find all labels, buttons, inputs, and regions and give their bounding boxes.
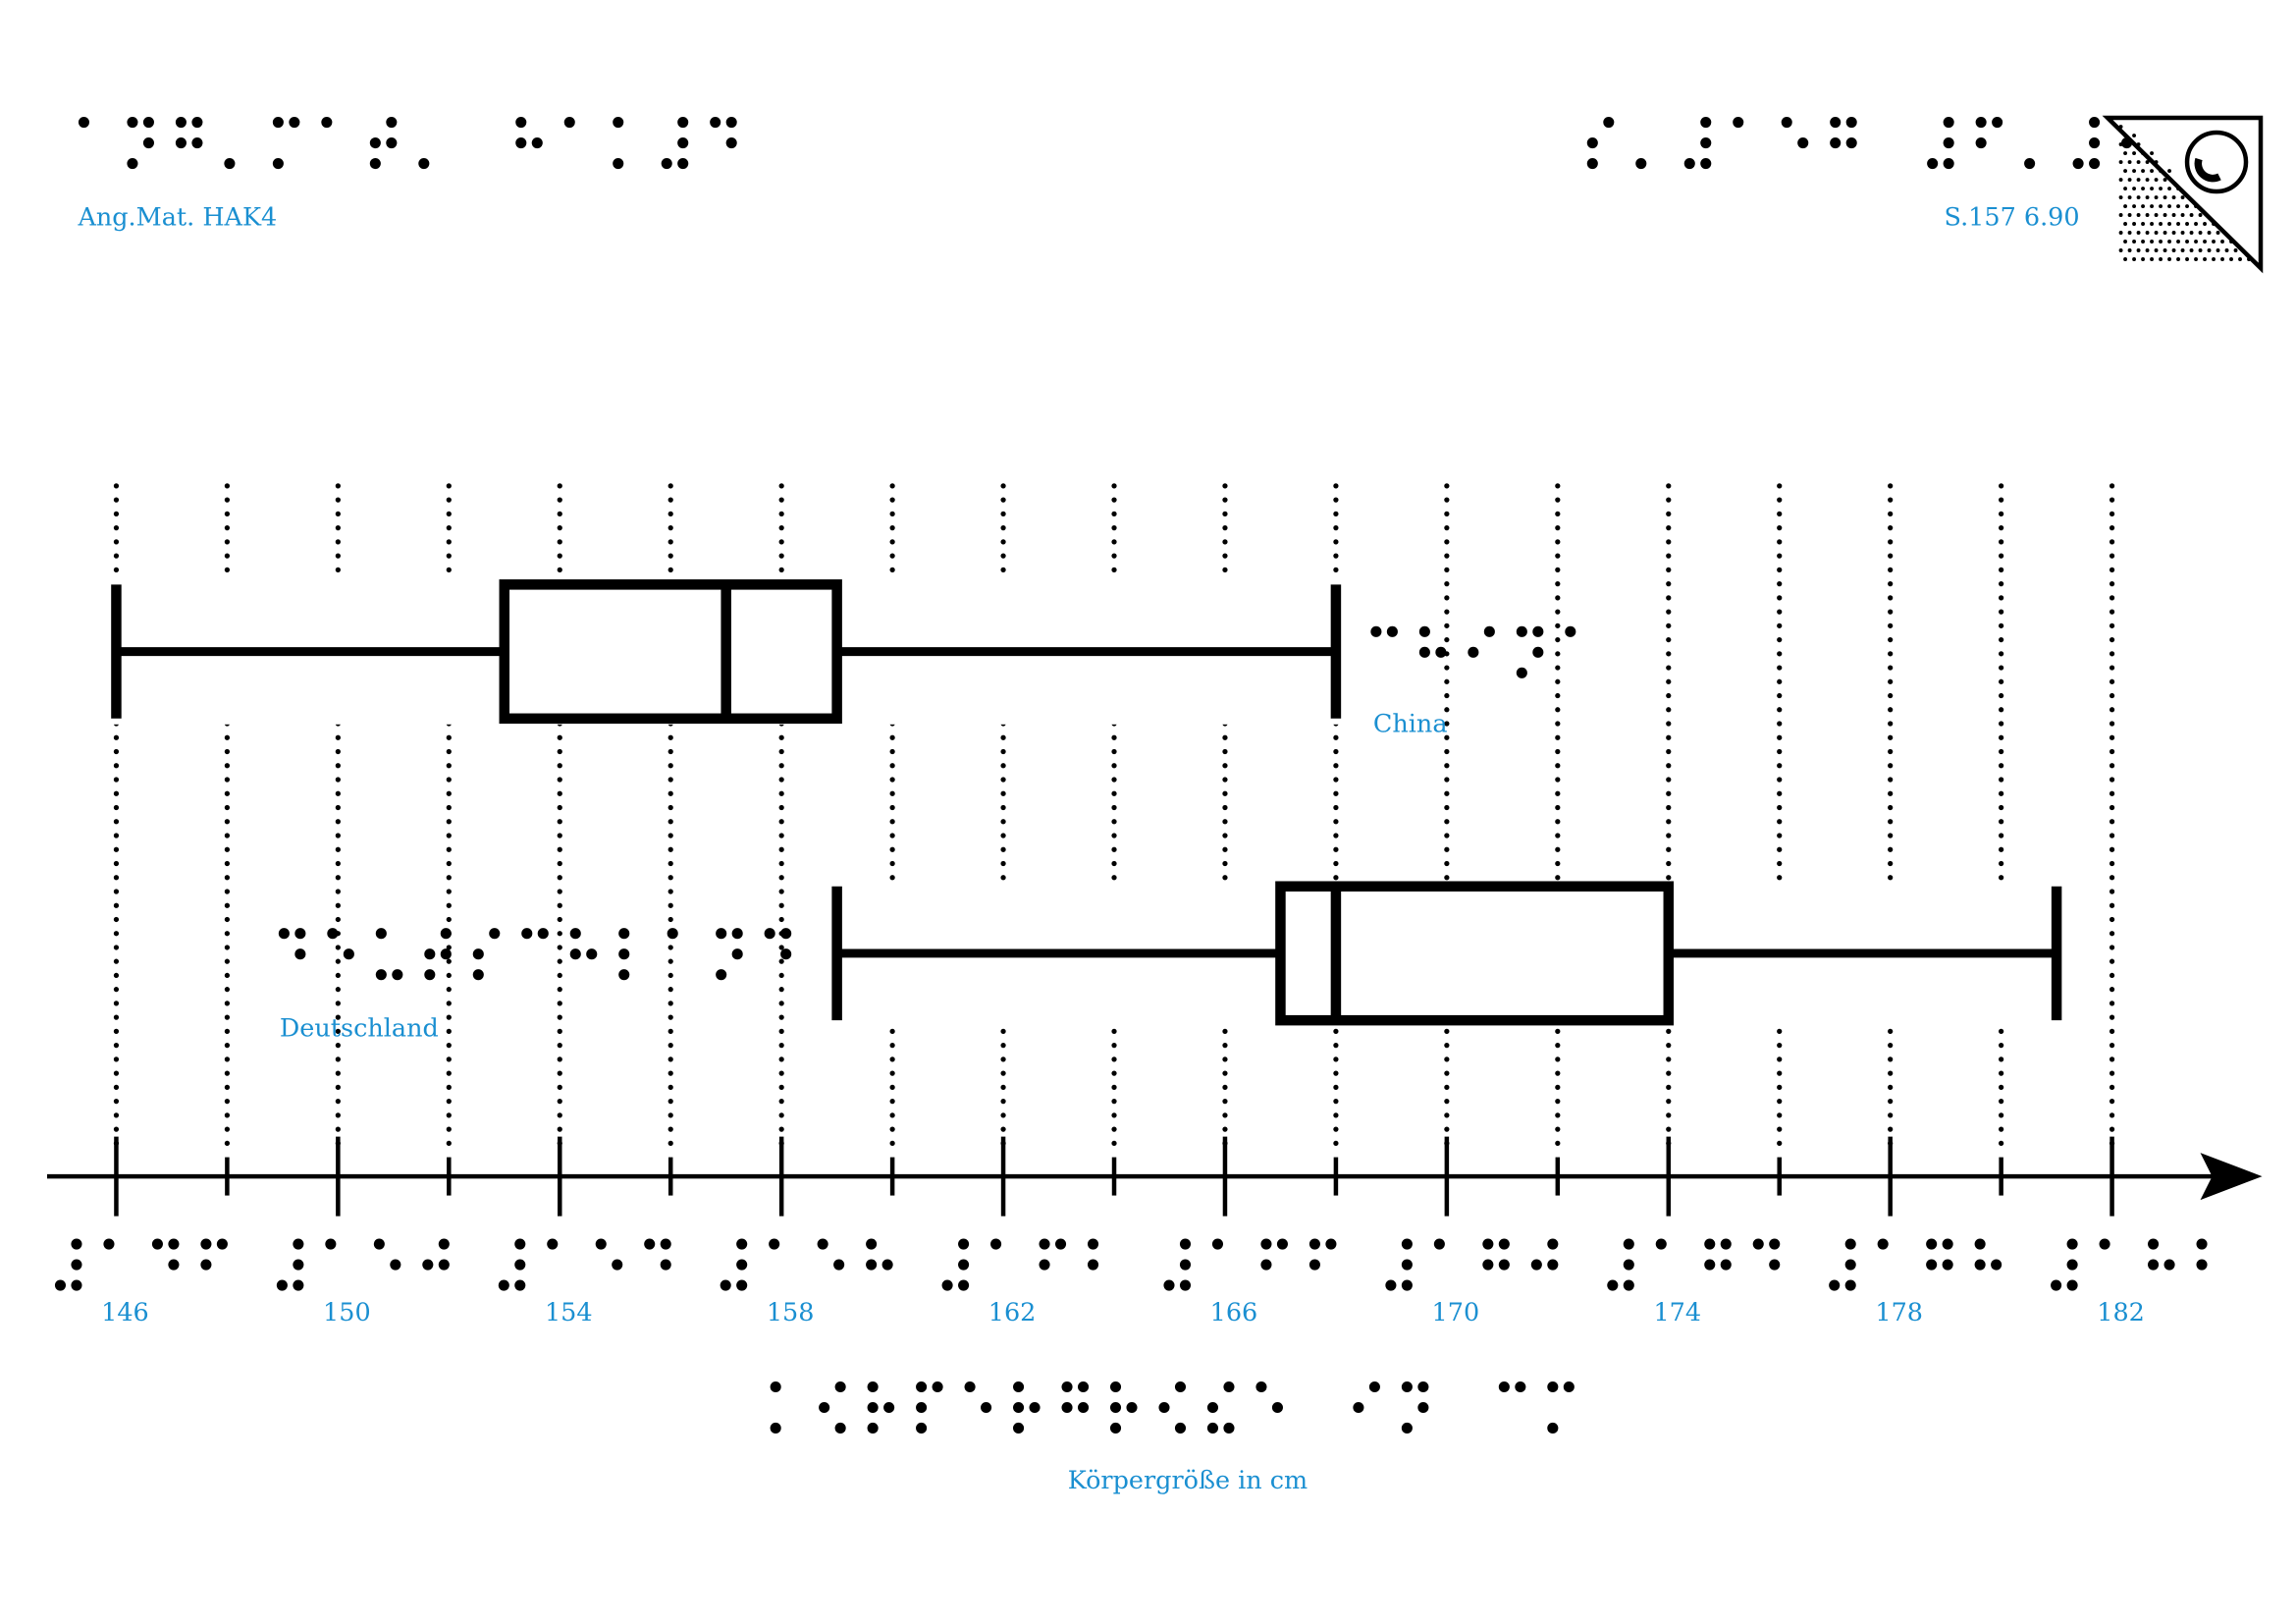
- tick-label: 162: [988, 1298, 1037, 1327]
- series-label-china: China: [1373, 709, 1448, 738]
- braille-label-deutschland: [278, 928, 792, 981]
- boxplot-china: [101, 578, 1351, 725]
- braille-layer: [54, 117, 2208, 1435]
- braille-tick-label: [2051, 1238, 2208, 1291]
- tick-label: 166: [1210, 1298, 1258, 1327]
- header-left-label: Ang.Mat. HAK4: [77, 203, 277, 233]
- x-axis-title: Körpergröße in cm: [1068, 1466, 1308, 1495]
- braille-label-china: [1370, 625, 1576, 678]
- tick-label: 150: [323, 1298, 371, 1327]
- braille-tick-label: [941, 1238, 1099, 1291]
- boxplot-deutschland: [822, 880, 2072, 1027]
- axis-arrow-icon: [2200, 1153, 2263, 1201]
- braille-tick-label: [498, 1238, 671, 1291]
- boxplots: [101, 578, 2072, 1027]
- braille-header-left: [78, 117, 737, 170]
- braille-tick-label: [1829, 1238, 2002, 1291]
- braille-x-axis-title: [770, 1380, 1575, 1435]
- tick-label: 154: [545, 1298, 593, 1327]
- corner-logo-icon: [2102, 115, 2264, 274]
- tick-label: 178: [1875, 1298, 1923, 1327]
- tick-label: 182: [2097, 1298, 2145, 1327]
- iqr-box: [499, 579, 842, 725]
- tick-label: 146: [101, 1298, 149, 1327]
- tick-label: 158: [767, 1298, 815, 1327]
- braille-tick-label: [1385, 1238, 1559, 1291]
- tick-label: 170: [1432, 1298, 1480, 1327]
- iqr-box: [1275, 881, 1675, 1026]
- series-label-deutschland: Deutschland: [280, 1014, 439, 1044]
- header-right-label: S.157 6.90: [1945, 203, 2080, 233]
- braille-tick-label: [54, 1238, 228, 1291]
- braille-tick-label: [720, 1238, 893, 1291]
- braille-tick-label: [1607, 1238, 1781, 1291]
- braille-tick-label: [276, 1238, 450, 1291]
- braille-header-right: [1586, 117, 2198, 170]
- tick-label: 174: [1653, 1298, 1701, 1327]
- x-axis: [46, 1153, 2263, 1201]
- braille-tick-label: [1163, 1238, 1337, 1291]
- tick-marks: [114, 1136, 2114, 1217]
